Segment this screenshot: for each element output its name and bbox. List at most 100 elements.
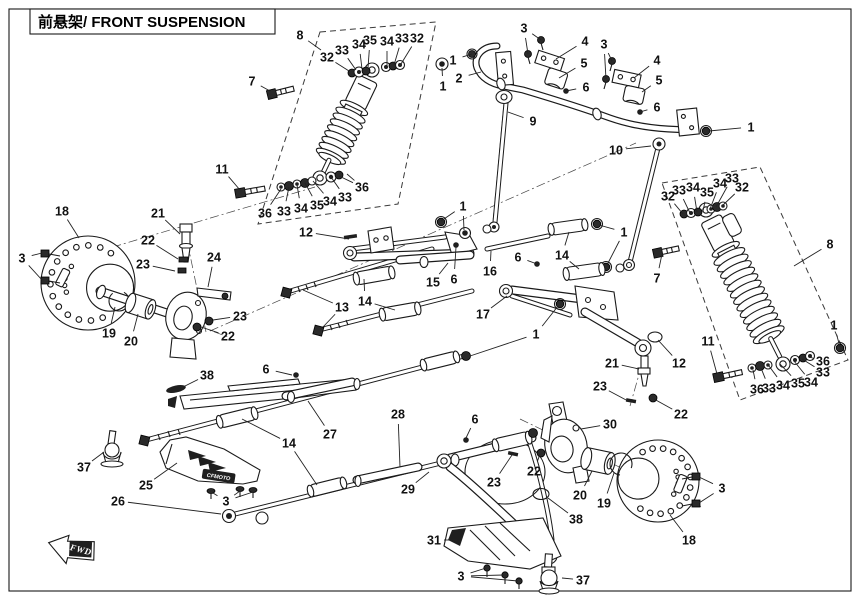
shock-absorber-left-8 [276,59,406,192]
callout-12: 12 [672,357,686,371]
leader-line [465,427,472,439]
leader-line [462,53,473,58]
leader-line [462,215,465,231]
shock-absorber-right-8 [679,201,847,373]
bolt-7-left [265,85,295,100]
leader-line [499,454,513,474]
leader-lines [28,33,841,582]
leader-line [641,85,652,93]
nut-1-bar-end [701,126,711,136]
leader-line [793,248,822,267]
leader-line [228,176,241,191]
callout-22: 22 [527,465,541,479]
leader-line [779,363,792,377]
leader-line [235,491,254,499]
leader-line [490,295,508,309]
leader-line [606,240,620,266]
leader-line [621,364,640,370]
callout-33: 33 [335,44,349,58]
lower-a-arm-left-27 [168,372,361,410]
shock-bottom-washers-right [747,350,816,373]
callout-38: 38 [200,369,214,383]
ball-stud-21-right [637,355,651,387]
leader-line [397,423,401,468]
callout-18: 18 [55,205,69,219]
tube-15-bore [419,255,429,269]
callout-28: 28 [391,408,405,422]
leader-line [66,219,80,239]
sleeve-14-d [562,261,606,282]
callout-30: 30 [603,418,617,432]
leader-line [307,40,322,51]
callout-7: 7 [249,75,256,89]
nut-22-bottom [536,448,546,458]
shock-box-left [257,21,437,225]
leader-line [260,85,271,92]
callout-3: 3 [19,252,26,266]
nut-1-g [461,351,471,361]
pin-23-right [625,398,637,404]
leader-line [801,358,815,368]
callout-35: 35 [310,199,324,213]
title-box [29,8,276,35]
callout-34: 34 [713,177,727,191]
callout-35: 35 [791,377,805,391]
leader-line [569,261,580,270]
leader-line [315,233,350,240]
sleeve-14-a [352,265,396,286]
leader-line [721,193,736,207]
guard-logo-text: CFMOTO [206,473,231,483]
callout-36: 36 [355,181,369,195]
leader-line [752,369,756,380]
leader-line [536,453,541,462]
axis-lines [54,91,703,596]
callout-4: 4 [654,54,661,68]
leader-line [31,252,43,257]
snap-ring-19-right [609,452,633,476]
leader-line [470,574,505,577]
gasket-38-left [166,384,186,394]
leader-line [28,265,43,281]
leader-line [604,53,607,80]
leader-line [207,266,213,288]
leader-line [768,365,778,378]
leader-line [285,186,290,202]
leader-line [110,306,116,324]
seal-38-right [532,487,550,501]
leader-line [470,567,487,574]
leader-line [808,356,814,359]
leader-line [180,379,199,389]
shock-top-washers-right [679,201,728,219]
leader-line [760,367,766,379]
page-title: 前悬架/ FRONT SUSPENSION [38,13,246,31]
nut-22-lower [192,322,202,332]
callout-9: 9 [530,115,537,129]
leader-line [367,49,370,69]
bolt-6-c [453,242,459,248]
leader-line [625,145,652,150]
callout-33: 33 [338,191,352,205]
leader-line [564,231,570,246]
sleeve-14-f [419,350,461,372]
callout-25: 25 [139,479,153,493]
leader-line [133,313,139,332]
callout-12: 12 [299,226,313,240]
callout-34: 34 [686,181,700,195]
callout-22: 22 [674,408,688,422]
leader-line [710,350,718,375]
callout-33: 33 [277,205,291,219]
leader-line [708,127,742,132]
leader-line [440,211,455,222]
callout-34: 34 [352,38,366,52]
leader-line [674,203,684,215]
leader-line [584,470,593,487]
nut-1-right [835,343,845,353]
leader-line [694,196,698,213]
bolt-11-right [712,369,744,384]
sleeve-14-e [215,406,259,429]
leader-line [657,339,673,356]
leader-line [709,192,717,210]
leader-line [793,360,806,375]
callout-38: 38 [569,513,583,527]
